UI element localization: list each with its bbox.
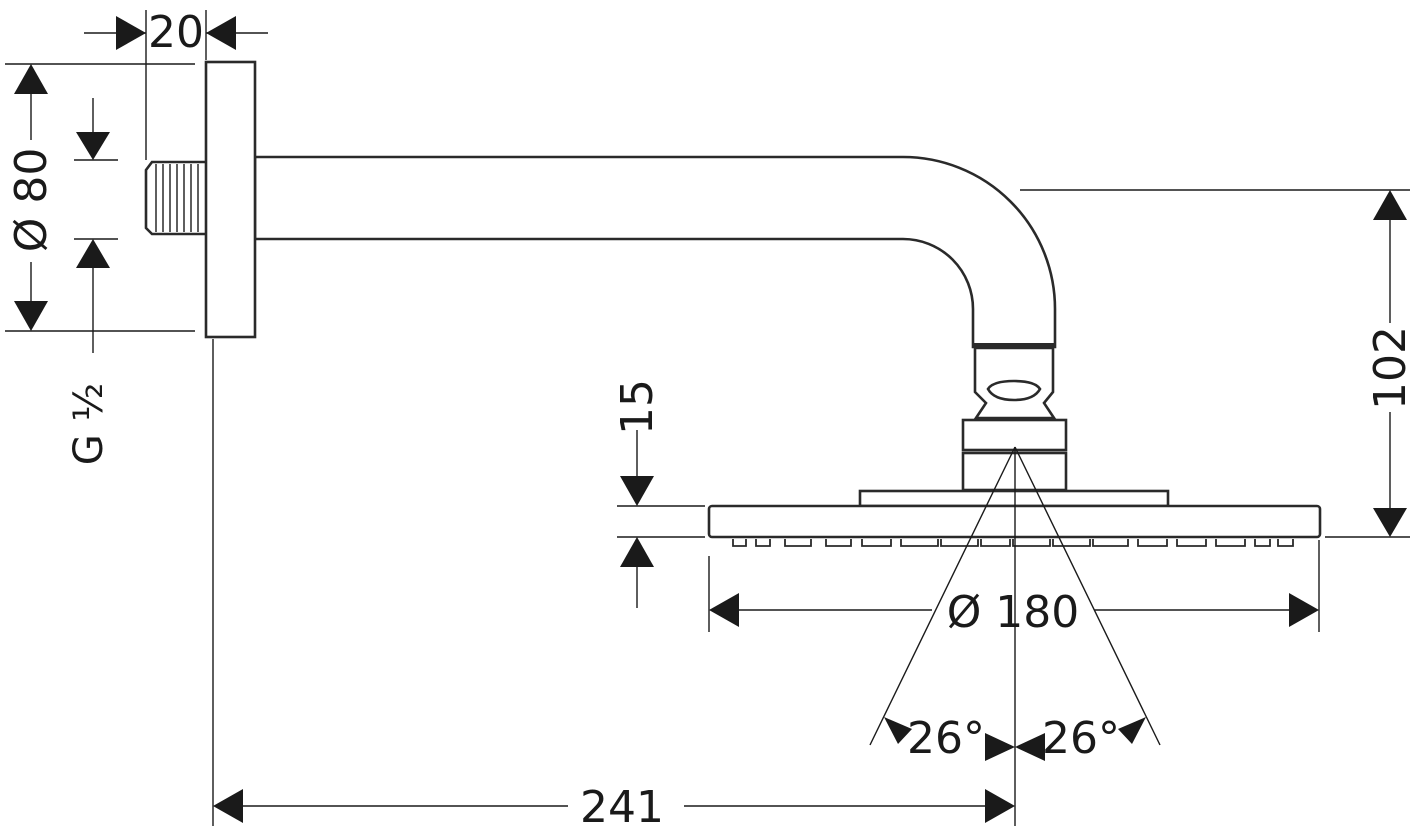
thread-label: G ½ bbox=[66, 383, 112, 465]
ball-joint bbox=[973, 346, 1057, 420]
wall-flange bbox=[204, 60, 257, 339]
shower-arm bbox=[253, 155, 1057, 349]
thread-connector bbox=[144, 160, 209, 236]
extension-lines bbox=[5, 10, 1410, 826]
dimension-spray-angle: 26° 26° bbox=[884, 713, 1146, 764]
head-thickness-label: 15 bbox=[612, 379, 663, 435]
dimension-flange-diameter: Ø 80 bbox=[6, 64, 57, 331]
shower-assembly bbox=[144, 60, 1322, 547]
projection-label: 241 bbox=[580, 782, 664, 831]
flange-depth-label: 20 bbox=[148, 7, 204, 58]
dimension-projection: 241 bbox=[213, 782, 1015, 831]
dimension-arm-drop: 102 bbox=[1365, 190, 1415, 537]
flange-diameter-label: Ø 80 bbox=[6, 148, 57, 253]
arm-drop-label: 102 bbox=[1365, 326, 1415, 410]
dimension-head-diameter: Ø 180 bbox=[709, 587, 1319, 638]
dimension-flange-depth: 20 bbox=[84, 7, 268, 58]
dimension-thread: G ½ bbox=[66, 98, 112, 465]
spray-angle-right-label: 26° bbox=[1042, 713, 1120, 764]
dimension-head-thickness: 15 bbox=[612, 379, 663, 608]
spray-angle-left-label: 26° bbox=[907, 713, 985, 764]
head-diameter-label: Ø 180 bbox=[947, 587, 1080, 638]
